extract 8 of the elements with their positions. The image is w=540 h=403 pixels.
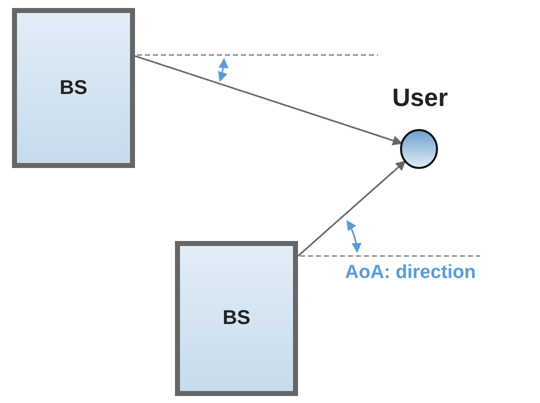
node-label: BS — [60, 76, 88, 100]
base-station-box — [12, 8, 135, 168]
arrow — [134, 55, 403, 146]
node-label: User — [391, 84, 449, 113]
angle-label: AoA: direction — [345, 262, 476, 284]
base-station-box — [175, 241, 298, 396]
node-label: BS — [222, 307, 250, 330]
arrow — [297, 160, 406, 257]
